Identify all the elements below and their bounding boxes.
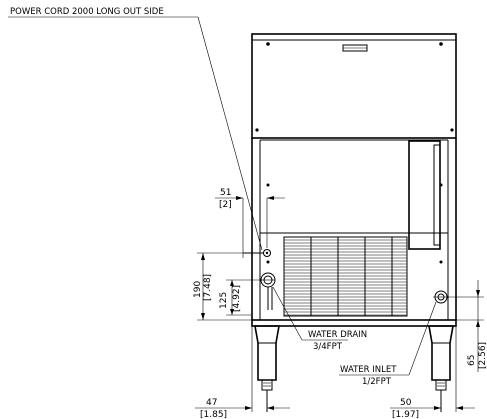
left-leg [254,325,280,412]
power-cord-port [243,249,271,257]
dim-left-leg [195,326,290,412]
right-leg-mm: 50 [400,398,412,408]
drain-height-mm: 190 [193,281,203,298]
water-drain-label: WATER DRAIN [308,330,367,340]
water-drain-fitting [260,272,276,310]
water-inlet-size: 1/2FPT [362,377,392,387]
control-box [408,140,441,250]
power-cord-label: POWER CORD 2000 LONG OUT SIDE [10,7,164,17]
dim-inlet-height [447,280,484,372]
dim-right-leg [390,326,475,412]
water-inlet-label: WATER INLET [340,365,397,375]
inlet-height-in: [2.56] [478,342,487,369]
water-inlet-leader [339,301,437,376]
water-inlet-fitting [433,290,449,304]
condenser-grille [283,236,408,317]
dim-cord-offset [215,196,285,258]
drain-height-in: [7.48] [203,274,213,301]
cord-offset-mm: 51 [220,188,231,198]
drain-center-in: [4.92] [232,285,242,312]
cabinet-lower-body [251,138,457,327]
left-leg-in: [1.85] [200,410,227,419]
water-drain-leader [272,286,348,341]
dim-drain-center [226,279,261,316]
inlet-height-mm: 65 [467,355,477,366]
cord-offset-in: [2] [219,200,232,210]
drain-center-mm: 125 [219,292,229,309]
right-leg [428,325,454,412]
cabinet-top-panel [251,33,457,139]
water-drain-size: 3/4FPT [313,342,343,352]
right-leg-in: [1.97] [392,410,419,419]
left-leg-mm: 47 [206,398,217,408]
power-cord-leader-line [197,16,263,251]
dim-drain-height [197,252,252,321]
